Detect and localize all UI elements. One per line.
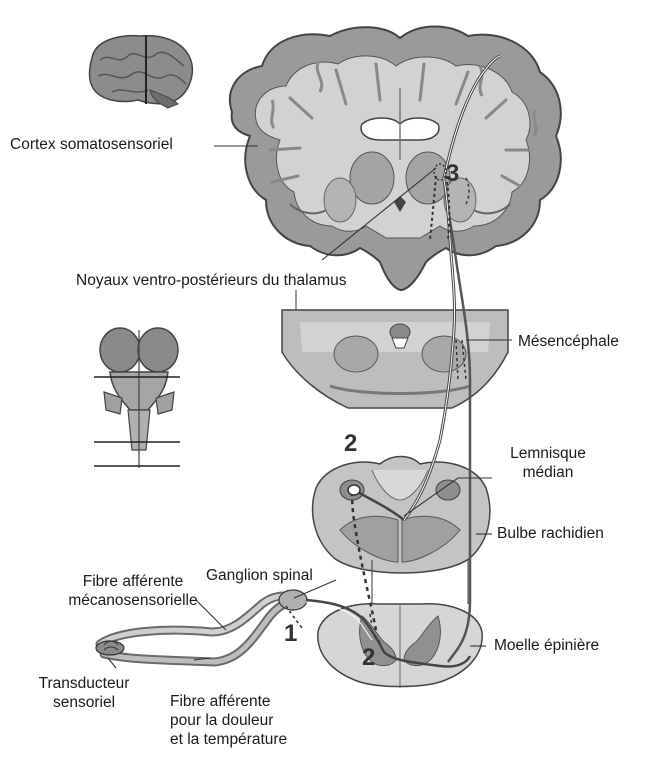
neuron-number-2-medulla: 2 xyxy=(344,430,357,458)
label-moelle-epiniere: Moelle épinière xyxy=(494,636,599,655)
neuron-number-1: 1 xyxy=(284,620,297,648)
label-lemnisque-line1: Lemnisque xyxy=(500,444,596,463)
label-cortex-somatosensoriel: Cortex somatosensoriel xyxy=(10,135,173,154)
label-fibre-mecanosensorielle: Fibre afférente mécanosensorielle xyxy=(58,572,208,610)
brainstem-thumbnail xyxy=(94,328,180,468)
brain-thumbnail xyxy=(90,36,193,108)
label-transducteur-line2: sensoriel xyxy=(24,693,144,712)
mesencephalon-section xyxy=(282,310,508,408)
neuron-number-2-spinal: 2 xyxy=(362,644,375,672)
label-noyaux-thalamus: Noyaux ventro-postérieurs du thalamus xyxy=(76,271,347,290)
label-fibre-douleur-line2: pour la douleur xyxy=(170,711,287,730)
label-bulbe-rachidien: Bulbe rachidien xyxy=(497,524,604,543)
label-fibre-douleur-line1: Fibre afférente xyxy=(170,692,287,711)
medulla-section xyxy=(313,457,490,574)
label-fibre-douleur-temperature: Fibre afférente pour la douleur et la te… xyxy=(170,692,287,749)
label-transducteur-line1: Transducteur xyxy=(24,674,144,693)
label-fibre-meca-line2: mécanosensorielle xyxy=(58,591,208,610)
dorsal-column-nucleus-marker xyxy=(348,485,360,495)
label-transducteur-sensoriel: Transducteur sensoriel xyxy=(24,674,144,712)
label-fibre-douleur-line3: et la température xyxy=(170,730,287,749)
label-lemnisque-median: Lemnisque médian xyxy=(500,444,596,482)
label-mesencephale: Mésencéphale xyxy=(518,332,619,351)
coronal-brain-section xyxy=(230,27,561,291)
label-lemnisque-line2: médian xyxy=(500,463,596,482)
neuron-number-3: 3 xyxy=(446,160,459,188)
label-ganglion-spinal: Ganglion spinal xyxy=(206,566,313,585)
spinal-cord-section xyxy=(318,604,482,688)
label-fibre-meca-line1: Fibre afférente xyxy=(58,572,208,591)
